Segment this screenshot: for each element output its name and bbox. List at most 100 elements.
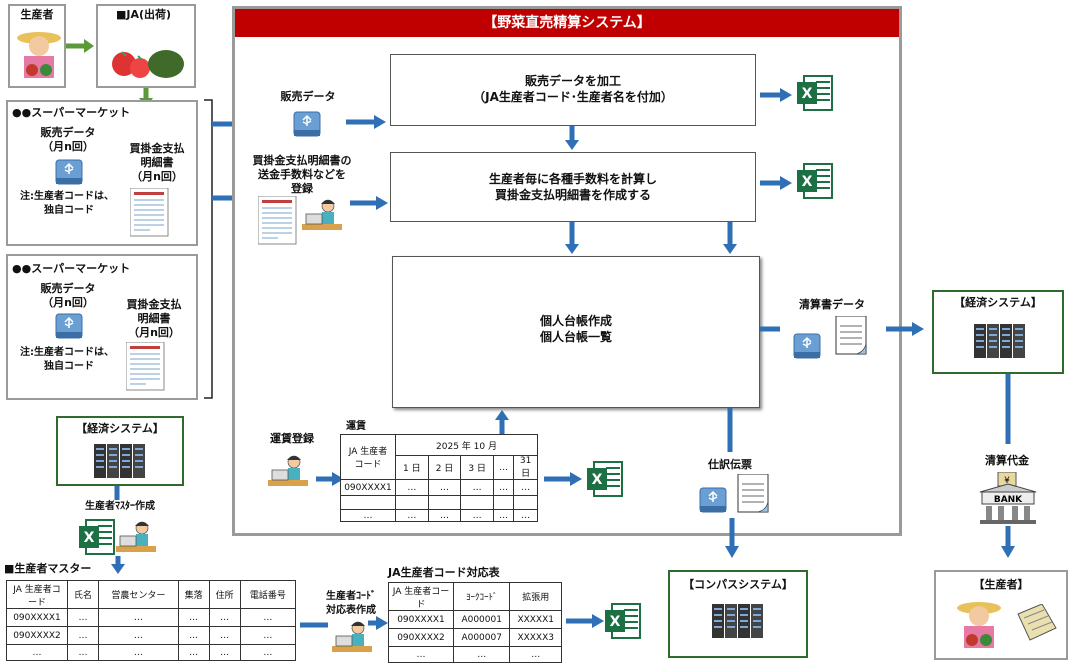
excel-icon <box>586 461 623 497</box>
usb-drive-icon <box>55 159 83 185</box>
process3-line1: 個人台帳作成 <box>539 314 612 328</box>
arrow-master-table <box>111 556 125 574</box>
table-cell: … <box>395 509 429 522</box>
table-cell: … <box>427 509 462 522</box>
table-cell: 090XXXX1 <box>6 608 68 627</box>
table-cell: … <box>98 644 179 661</box>
table-cell: … <box>492 509 515 522</box>
usb-drive-icon <box>793 333 821 359</box>
table-cell: … <box>340 509 396 522</box>
table-cell: … <box>208 644 241 661</box>
master-header: 営農センター <box>98 580 179 609</box>
freight-reg-label: 運賃登録 <box>270 432 314 445</box>
producer-bottom-title: 【生産者】 <box>973 578 1029 591</box>
excel-icon <box>604 603 641 639</box>
process2-line1: 生産者毎に各種手数料を計算し <box>488 172 657 186</box>
freight-col-code: JA 生産者コード <box>340 434 396 480</box>
producer-top-box: 生産者 <box>8 4 66 88</box>
arrow-p2-p3 <box>565 222 579 254</box>
supermarket-1-payment-freq: （月n回） <box>131 170 183 183</box>
process2-line2: 買掛金支払明細書を作成する <box>494 188 651 202</box>
arrow-p2-p3-right <box>723 222 737 254</box>
supermarket-1-payment: 買掛金支払 <box>129 142 185 155</box>
arrow-p1-p2 <box>565 126 579 150</box>
server-icon <box>94 444 145 478</box>
usb-drive-icon <box>55 313 83 339</box>
economy-system-left-box: 【経済システム】 <box>56 416 184 486</box>
vegetables-icon <box>112 50 184 78</box>
supermarket-1-sales-freq: （月n回） <box>42 140 94 153</box>
freight-row-code: 090XXXX1 <box>340 479 396 496</box>
invoice-doc-icon <box>258 196 297 245</box>
table-cell: A000007 <box>452 628 511 647</box>
table-cell: 090XXXX1 <box>388 610 454 629</box>
settlement-pay-label: 清算代金 <box>985 454 1029 467</box>
table-cell: … <box>177 626 210 645</box>
freight-day: 2 日 <box>427 455 462 480</box>
table-cell: … <box>66 608 100 627</box>
supermarket-2-title: ●●スーパーマーケット <box>12 262 131 275</box>
arrow-producer-ja <box>66 39 94 53</box>
process-box-1: 販売データを加工 （JA生産者コード･生産者名を付加） <box>390 54 756 126</box>
ja-shipping-label: ■JA(出荷) <box>116 8 172 21</box>
table-cell: … <box>98 626 179 645</box>
code-table-create-line2: 対応表作成 <box>326 605 376 616</box>
arrow-p3-settlement <box>760 326 780 332</box>
sales-data-label: 販売データ <box>280 90 336 103</box>
table-row: 090XXXX2…………… <box>6 626 297 645</box>
table-cell: … <box>513 479 538 496</box>
arrow-freight-table <box>316 472 344 486</box>
table-cell: … <box>452 646 511 663</box>
operator-icon <box>268 455 309 487</box>
excel-icon <box>796 75 833 111</box>
freight-day: … <box>492 455 515 480</box>
supermarket-2-box: ●●スーパーマーケット 販売データ （月n回） 注:生産者コードは、 独自コード… <box>6 254 198 400</box>
supermarket-1-sales: 販売データ <box>40 126 96 139</box>
arrow-freight-excel <box>544 472 582 486</box>
compass-title: 【コンパスシステム】 <box>683 578 793 591</box>
table-cell: A000001 <box>452 610 511 629</box>
code-table-title: JA生産者コード対応表 <box>388 566 500 579</box>
operator-icon <box>302 199 343 231</box>
table-cell: … <box>395 479 429 496</box>
arrow-sales-process1 <box>346 115 386 129</box>
arrow-freight-p3 <box>495 410 509 436</box>
invoice-doc-icon <box>126 342 165 391</box>
supermarket-2-payment-freq: （月n回） <box>128 326 180 339</box>
table-cell: … <box>208 626 241 645</box>
server-icon <box>712 604 763 638</box>
economy-left-title: 【経済システム】 <box>76 422 164 435</box>
table-row: ……… <box>388 646 562 663</box>
code-table-header: ﾖｰｸｺｰﾄﾞ <box>452 582 511 611</box>
supermarket-2-sales-freq: （月n回） <box>42 296 94 309</box>
table-cell: … <box>98 608 179 627</box>
producer-top-label: 生産者 <box>20 8 54 21</box>
supermarket-1-payment2: 明細書 <box>140 156 174 169</box>
excel-icon <box>796 163 833 199</box>
freight-month: 2025 年 10 月 <box>395 434 538 456</box>
process-box-3: 個人台帳作成 個人台帳一覧 <box>392 256 760 408</box>
master-header: 集落 <box>177 580 210 609</box>
arrow-master-codetable <box>300 622 328 628</box>
journal-label: 仕訳伝票 <box>708 458 752 471</box>
producer-bottom-box: 【生産者】 <box>934 570 1068 660</box>
payment-reg-line1: 買掛金支払明細書の <box>252 154 352 167</box>
process-box-2: 生産者毎に各種手数料を計算し 買掛金支払明細書を作成する <box>390 152 756 222</box>
master-header: 電話番号 <box>239 580 297 609</box>
arrow-economy-settlement <box>1005 374 1011 444</box>
supermarket-1-box: ●●スーパーマーケット 販売データ （月n回） 注:生産者コードは、 独自コード… <box>6 100 198 246</box>
supermarket-1-title: ●●スーパーマーケット <box>12 106 131 119</box>
freight-table-title: 運賃 <box>346 421 366 432</box>
table-cell: … <box>66 644 100 661</box>
table-cell: … <box>208 608 241 627</box>
table-cell: … <box>239 644 297 661</box>
arrow-economy-master <box>114 486 120 500</box>
code-table-create-line1: 生産者ｺｰﾄﾞ <box>326 591 376 602</box>
excel-icon <box>78 519 115 555</box>
table-cell: … <box>460 479 494 496</box>
table-cell: XXXXX3 <box>509 628 562 647</box>
table-cell: … <box>239 608 297 627</box>
table-cell: … <box>66 626 100 645</box>
